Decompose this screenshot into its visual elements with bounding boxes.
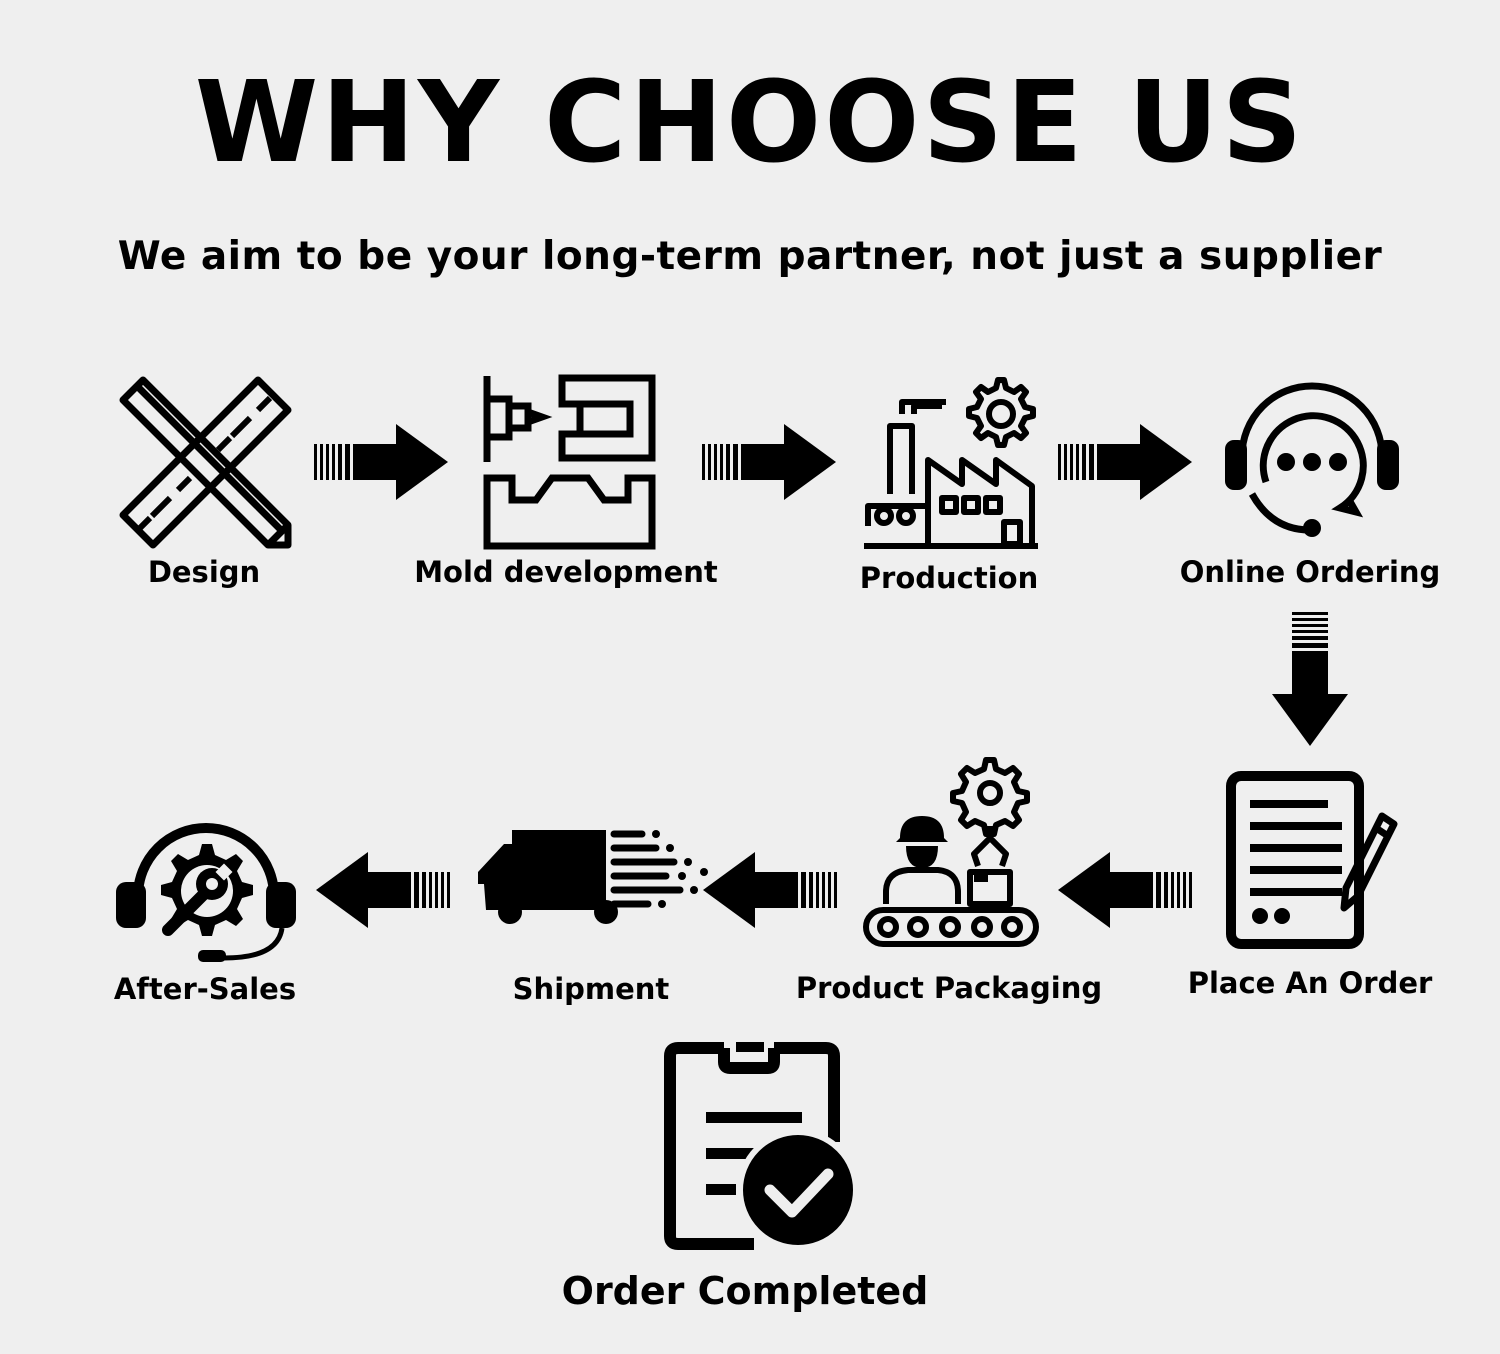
ruler-pencil-icon [119,376,292,549]
arrow-right-icon [1058,424,1192,500]
arrow-right-icon [314,424,448,500]
packaging-robot-icon [863,757,1039,947]
arrow-right-icon [702,424,836,500]
step-label-shipment: Shipment [512,972,670,1006]
mold-machine-icon [483,374,656,550]
support-headset-gear-icon [116,823,296,962]
step-label-mold-development: Mold development [414,555,718,589]
headset-chat-icon [1225,382,1399,537]
step-label-product-packaging: Product Packaging [795,971,1103,1005]
arrow-left-icon [1058,852,1192,928]
page-subtitle: We aim to be your long-term partner, not… [117,234,1383,279]
delivery-truck-icon [478,830,708,924]
step-label-online-ordering: Online Ordering [1179,555,1441,589]
step-label-production: Production [859,561,1039,595]
arrow-left-icon [703,852,837,928]
page-title: WHY CHOOSE US [194,58,1306,188]
order-form-icon [1226,771,1398,949]
step-label-order-completed: Order Completed [561,1269,929,1313]
arrow-left-icon [316,852,450,928]
clipboard-check-icon [664,1042,859,1251]
step-label-design: Design [147,555,261,589]
step-label-after-sales: After-Sales [113,972,297,1006]
arrow-down-icon [1272,612,1348,746]
step-label-place-an-order: Place An Order [1187,966,1433,1000]
factory-icon [864,377,1038,549]
